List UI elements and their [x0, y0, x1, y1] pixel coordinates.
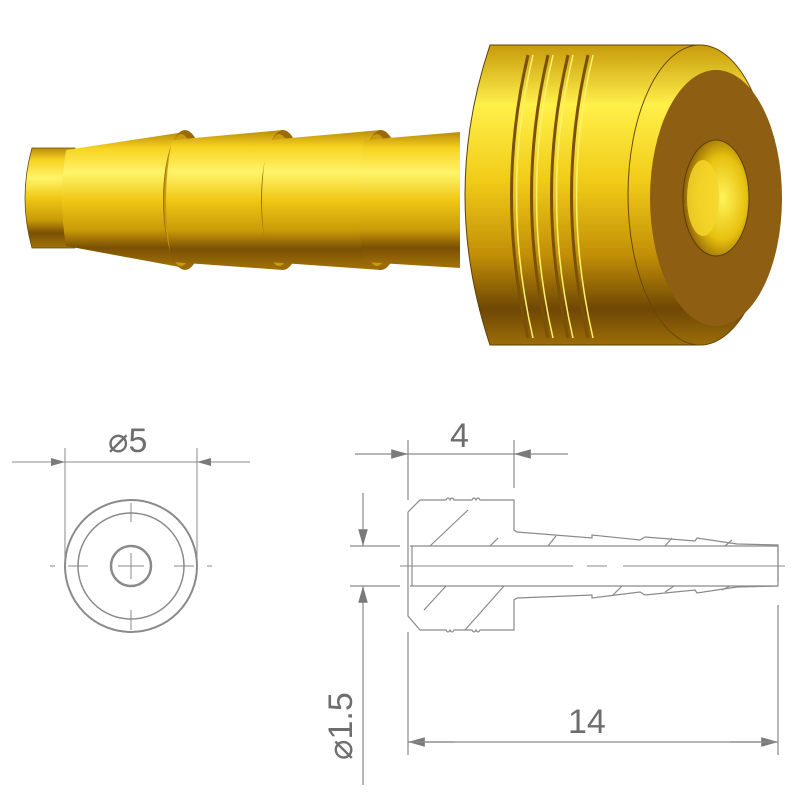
thread-grooves	[510, 54, 594, 339]
end-view-diameter-label: ⌀5	[108, 422, 147, 460]
barb-cone-4	[358, 132, 460, 268]
end-view-drawing	[12, 448, 250, 633]
total-length-label: 14	[568, 703, 606, 741]
bore-diameter-label: ⌀1.5	[322, 692, 360, 760]
barb-cone-3	[262, 130, 381, 270]
barb-cone-1	[62, 132, 185, 268]
barb-tip	[24, 147, 76, 249]
head-length-label: 4	[450, 417, 469, 455]
fitting-3d-render	[24, 44, 782, 346]
side-view-drawing	[350, 440, 785, 785]
barb-cone-2	[166, 130, 283, 270]
